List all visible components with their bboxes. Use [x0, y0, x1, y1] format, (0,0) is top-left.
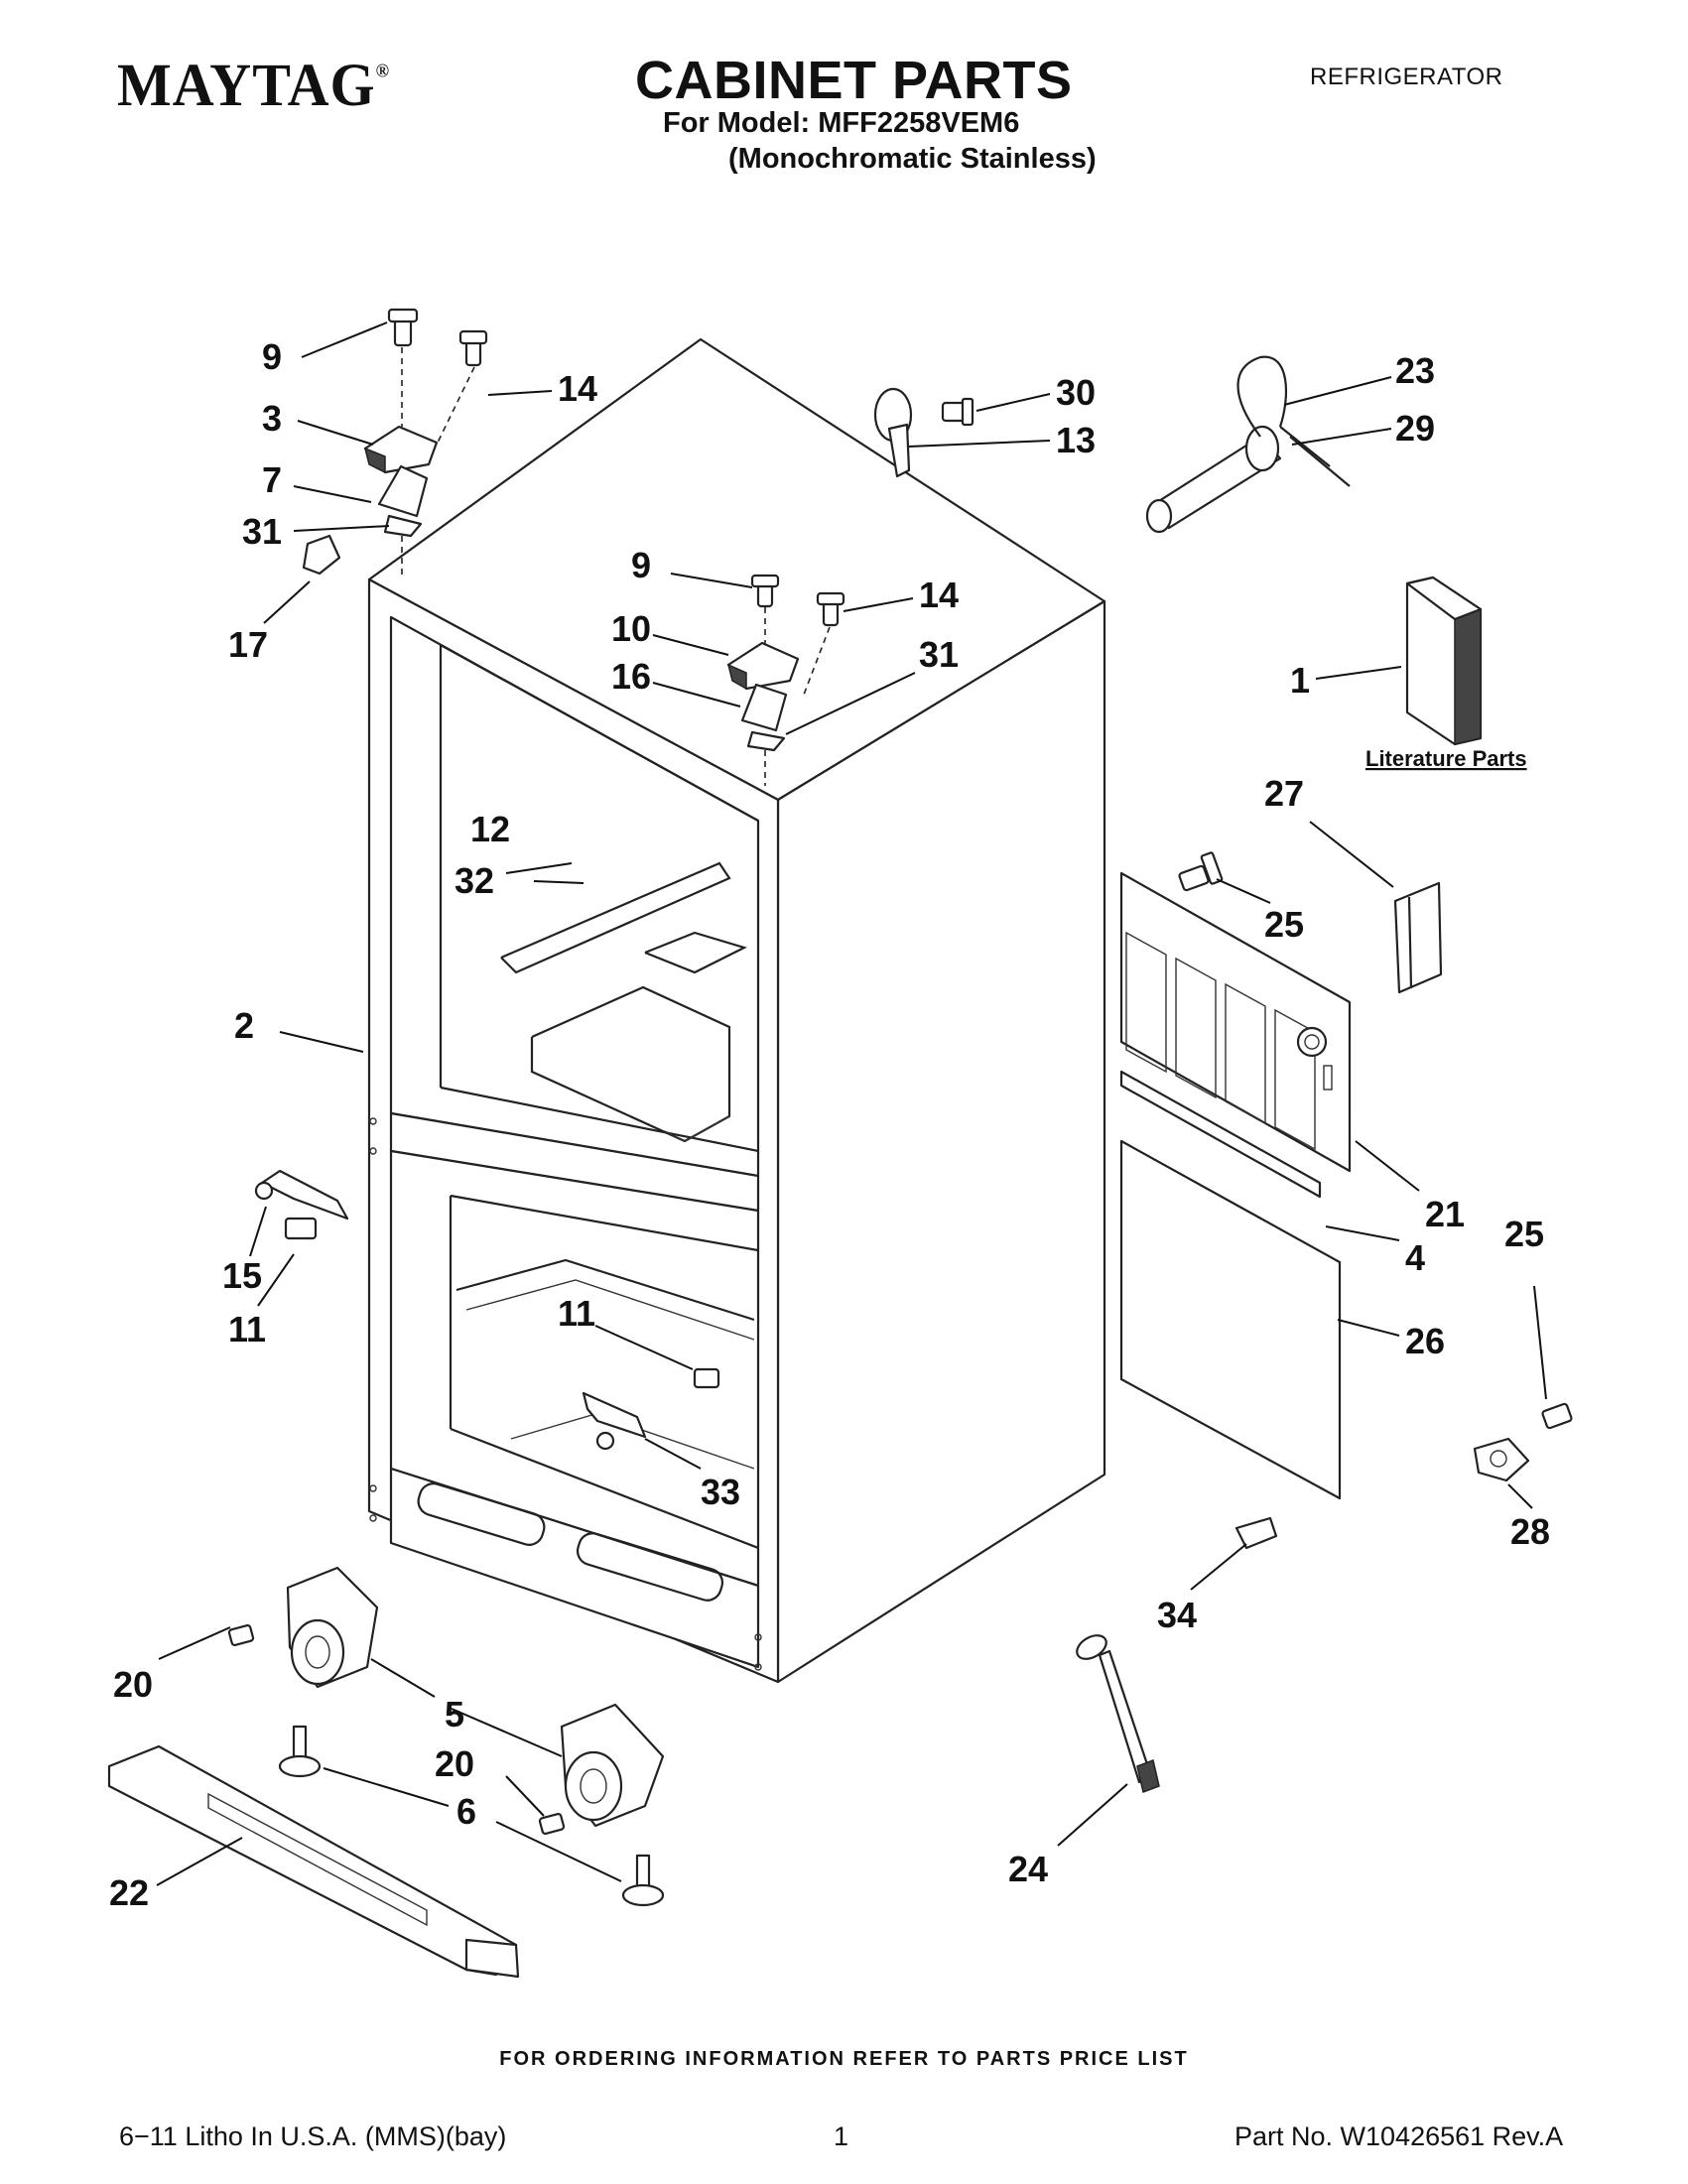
callout-34: 34: [1157, 1595, 1197, 1635]
variant-line: (Monochromatic Stainless): [728, 143, 1097, 175]
small-hardware: [1178, 851, 1573, 1550]
callout-6: 6: [456, 1791, 476, 1832]
toe-grille: [107, 1744, 520, 1979]
callout-33: 33: [701, 1472, 740, 1512]
callout-5: 5: [445, 1694, 464, 1734]
top-hinge-left: [302, 308, 488, 576]
model-line: For Model: MFF2258VEM6: [663, 107, 1020, 139]
callout-31-center: 31: [919, 634, 959, 675]
callout-25: 25: [1264, 904, 1304, 945]
callout-7: 7: [262, 459, 282, 500]
category-label: REFRIGERATOR: [1310, 64, 1503, 90]
callout-2: 2: [234, 1005, 254, 1046]
callout-15: 15: [222, 1255, 262, 1296]
literature-parts-label: Literature Parts: [1365, 746, 1527, 771]
callout-14: 14: [558, 368, 597, 409]
callout-16: 16: [611, 656, 651, 697]
page-title: CABINET PARTS: [635, 51, 1073, 110]
callout-labels: 9 14 3 7 31 17 30 13 23 29 9 14 10 16 31…: [109, 336, 1550, 1913]
leader-lines: [156, 321, 1547, 1886]
top-hinge-center: [726, 574, 845, 786]
page-number: 1: [834, 2121, 849, 2151]
callout-30: 30: [1056, 372, 1096, 413]
callout-9: 9: [262, 336, 282, 377]
water-tube-assembly: [1145, 355, 1351, 534]
door-closer-cam: [873, 387, 974, 478]
callout-14-center: 14: [919, 575, 959, 615]
callout-1: 1: [1290, 660, 1310, 701]
ordering-note: FOR ORDERING INFORMATION REFER TO PARTS …: [499, 2048, 1189, 2070]
callout-23: 23: [1395, 350, 1435, 391]
callout-31: 31: [242, 511, 282, 552]
rear-access-grille: [1119, 871, 1352, 1199]
callout-10: 10: [611, 608, 651, 649]
callout-12: 12: [470, 809, 510, 849]
callout-4: 4: [1405, 1237, 1425, 1278]
callout-20: 20: [113, 1664, 153, 1705]
callout-27: 27: [1264, 773, 1304, 814]
callout-24: 24: [1008, 1849, 1048, 1889]
part-number: Part No. W10426561 Rev.A: [1234, 2121, 1564, 2151]
callout-29: 29: [1395, 408, 1435, 449]
callout-28: 28: [1510, 1511, 1550, 1552]
callout-21: 21: [1425, 1194, 1465, 1234]
machine-compartment-cover: [1119, 1139, 1342, 1500]
callout-25-right: 25: [1504, 1214, 1544, 1254]
roller-assemblies: [227, 1566, 665, 1907]
callout-32: 32: [454, 860, 494, 901]
brand-logo: MAYTAG®: [117, 51, 391, 119]
literature-book: [1405, 576, 1483, 746]
callout-20-right: 20: [435, 1743, 474, 1784]
callout-11: 11: [228, 1309, 266, 1349]
callout-17: 17: [228, 624, 268, 665]
callout-3: 3: [262, 398, 282, 439]
callout-13: 13: [1056, 420, 1096, 460]
callout-26: 26: [1405, 1321, 1445, 1361]
leveling-wrench: [1076, 1634, 1160, 1794]
cabinet-body: [367, 337, 1106, 1684]
litho-info: 6−11 Litho In U.S.A. (MMS)(bay): [119, 2121, 507, 2151]
callout-11-center: 11: [558, 1293, 595, 1334]
door-stop-brackets: [254, 1169, 720, 1451]
spring-clip: [1393, 881, 1443, 994]
callout-9-center: 9: [631, 545, 651, 585]
callout-22: 22: [109, 1872, 149, 1913]
